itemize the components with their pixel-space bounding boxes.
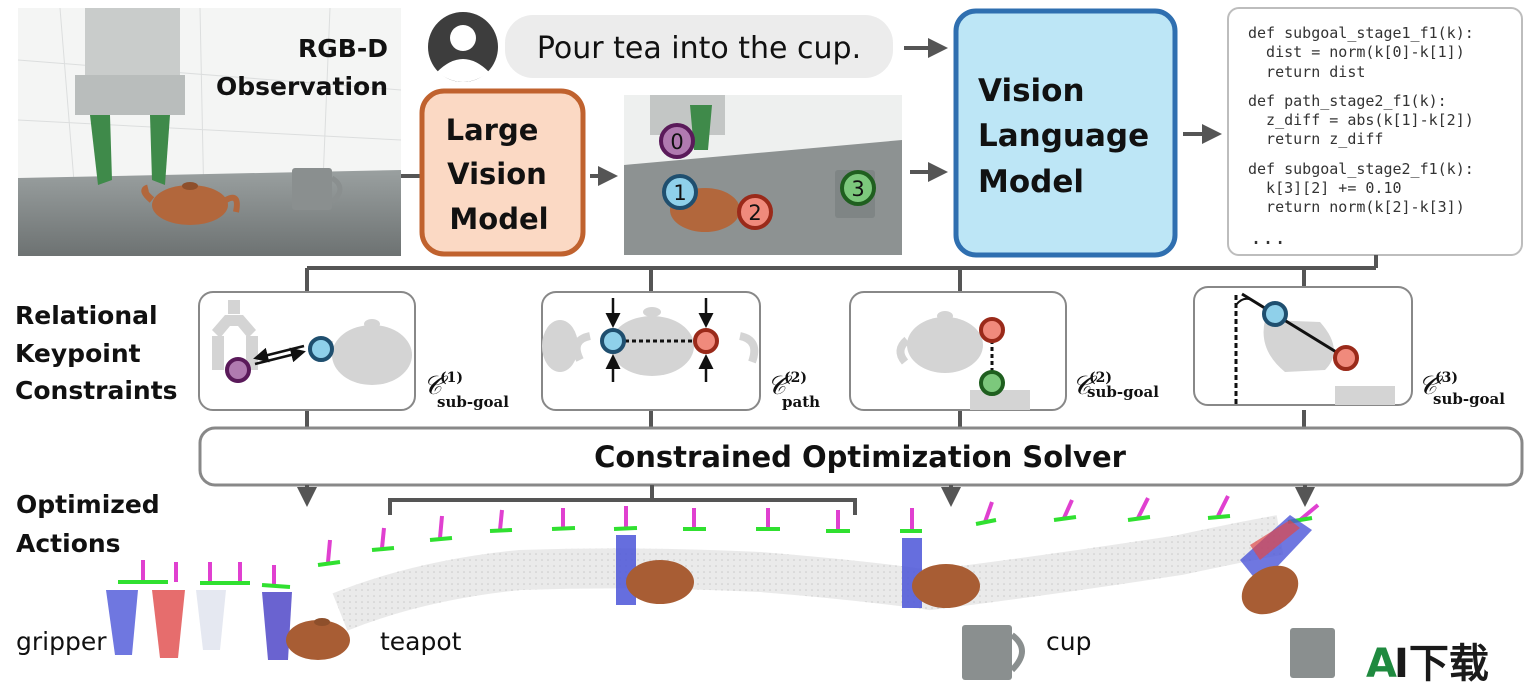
- keypoint-1: 1: [662, 174, 698, 210]
- observation-title-line1: RGB-D: [298, 34, 388, 63]
- label-cup: cup: [1046, 627, 1091, 656]
- constraint-panel-4: [1193, 286, 1413, 406]
- watermark-logo: A I下载: [1366, 641, 1489, 687]
- actions-title-line2: Actions: [16, 529, 121, 558]
- gripper-end-pointcloud: [1240, 515, 1312, 615]
- code-line: k[3][2] += 0.10: [1248, 179, 1402, 197]
- code-line: return norm(k[2]-k[3]): [1248, 198, 1465, 216]
- label-gripper: gripper: [16, 627, 107, 656]
- code-line: dist = norm(k[0]-k[1]): [1248, 43, 1465, 61]
- constraint-distribution-connector: [305, 255, 1378, 428]
- observation-title-line2: Observation: [216, 72, 388, 101]
- lvm-label-line3: Model: [449, 202, 548, 236]
- code-line: def subgoal_stage1_f1(k):: [1248, 24, 1474, 42]
- svg-text:sub-goal: sub-goal: [1087, 383, 1159, 401]
- lvm-label-line1: Large: [446, 113, 539, 147]
- teapot-pointcloud: [141, 182, 240, 225]
- svg-text:(1): (1): [440, 370, 463, 386]
- cup-pointcloud: [292, 168, 343, 210]
- code-line: def path_stage2_f1(k):: [1248, 92, 1447, 110]
- code-line: def subgoal_stage2_f1(k):: [1248, 160, 1474, 178]
- cup-pointcloud-target: [962, 625, 1335, 680]
- svg-text:0: 0: [670, 130, 683, 154]
- svg-text:sub-goal: sub-goal: [1433, 390, 1505, 408]
- keypoint-3: 3: [840, 170, 876, 206]
- gripper-mid1-pointcloud: [616, 535, 694, 605]
- svg-text:I下载: I下载: [1394, 641, 1489, 687]
- svg-text:sub-goal: sub-goal: [437, 393, 509, 411]
- code-lines: def subgoal_stage1_f1(k): dist = norm(k[…: [1248, 24, 1474, 249]
- constraints-title-line1: Relational: [15, 301, 158, 330]
- keypoint-0: 0: [659, 123, 695, 159]
- gripper-pointcloud: [75, 8, 185, 185]
- code-line: return z_diff: [1248, 130, 1383, 148]
- label-teapot: teapot: [380, 627, 462, 656]
- constrained-optimization-solver-box: [198, 426, 1524, 487]
- constraint-label-3: 𝒞 (2) sub-goal: [1072, 370, 1159, 401]
- keypoint-image: [624, 95, 902, 255]
- gripper-start-pointcloud: [106, 590, 292, 660]
- constraint-panel-2: [541, 291, 761, 411]
- code-ellipsis: ...: [1250, 225, 1286, 249]
- vlm-label-line2: Language: [978, 118, 1149, 154]
- user-avatar-icon: [428, 12, 498, 82]
- large-vision-model-box: [419, 88, 586, 257]
- vlm-label-line1: Vision: [978, 73, 1085, 109]
- constraint-label-2: 𝒞 (2) path: [767, 370, 820, 411]
- vision-language-model-box: [953, 8, 1178, 258]
- gripper-mid2-pointcloud: [902, 538, 980, 608]
- instruction-text: Pour tea into the cup.: [537, 31, 861, 66]
- path-segment-bracket: [388, 498, 857, 515]
- constraint-panel-3: [849, 291, 1067, 411]
- svg-text:path: path: [782, 393, 820, 411]
- svg-text:2: 2: [748, 201, 761, 225]
- constraint-label-4: 𝒞 (3) sub-goal: [1418, 370, 1505, 408]
- code-line: z_diff = abs(k[1]-k[2]): [1248, 111, 1474, 129]
- svg-text:(2): (2): [784, 370, 807, 386]
- actions-title-line1: Optimized: [16, 490, 160, 519]
- instruction-bubble: [505, 15, 893, 78]
- constraints-title-line2: Keypoint: [15, 339, 141, 368]
- vlm-label-line3: Model: [978, 164, 1084, 200]
- trajectory-ghost-teapots: [332, 515, 1284, 631]
- rgbd-observation-image: [17, 7, 402, 257]
- constraint-label-1: 𝒞 (1) sub-goal: [423, 370, 509, 411]
- keypoint-2: 2: [737, 194, 773, 230]
- svg-text:(2): (2): [1089, 370, 1112, 386]
- svg-text:1: 1: [673, 181, 686, 205]
- svg-text:(3): (3): [1435, 370, 1458, 386]
- lvm-label-line2: Vision: [447, 157, 547, 191]
- teapot-start-pointcloud: [286, 618, 350, 660]
- constraints-title-line3: Constraints: [15, 376, 178, 405]
- solver-output-arrows: [297, 485, 1315, 507]
- constraint-panel-1: [198, 291, 416, 411]
- svg-text:3: 3: [851, 177, 864, 201]
- svg-text:A: A: [1366, 641, 1397, 687]
- solver-label: Constrained Optimization Solver: [594, 440, 1127, 474]
- code-line: return dist: [1248, 63, 1365, 81]
